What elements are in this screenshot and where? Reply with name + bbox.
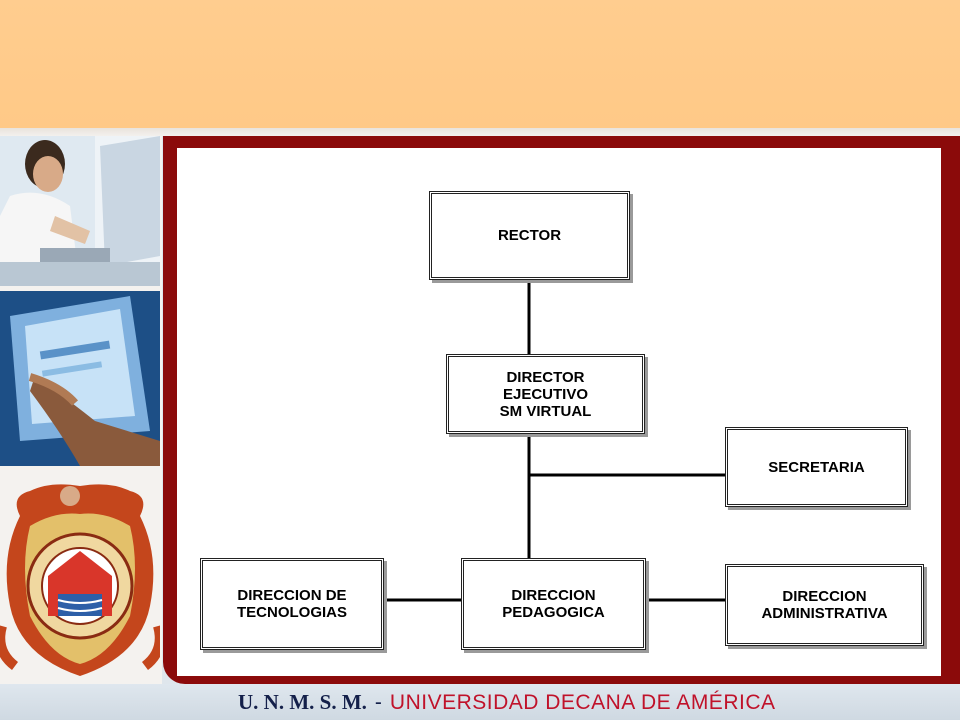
footer-title: U. N. M. S. M.-UNIVERSIDAD DECANA DE AMÉ… [238, 690, 776, 715]
footer-band [0, 684, 960, 720]
secretaria-box: SECRETARIA [725, 427, 908, 507]
header-band [0, 0, 960, 128]
footer-abbreviation: U. N. M. S. M. [238, 690, 367, 714]
rector-box: RECTOR [429, 191, 630, 280]
direccion-tecnologias-box: DIRECCION DE TECNOLOGIAS [200, 558, 384, 650]
hand-screen-photo [0, 291, 160, 466]
left-image-column [0, 136, 162, 684]
header-shadow [0, 128, 960, 136]
direccion-administrativa-box: DIRECCION ADMINISTRATIVA [725, 564, 924, 646]
university-coat-of-arms [0, 476, 160, 681]
director-ejecutivo-box: DIRECTOR EJECUTIVO SM VIRTUAL [446, 354, 645, 434]
footer-university-name: UNIVERSIDAD DECANA DE AMÉRICA [389, 691, 776, 714]
footer-separator: - [374, 691, 382, 714]
office-worker-photo [0, 136, 160, 286]
direccion-pedagogica-box: DIRECCION PEDAGOGICA [461, 558, 646, 650]
